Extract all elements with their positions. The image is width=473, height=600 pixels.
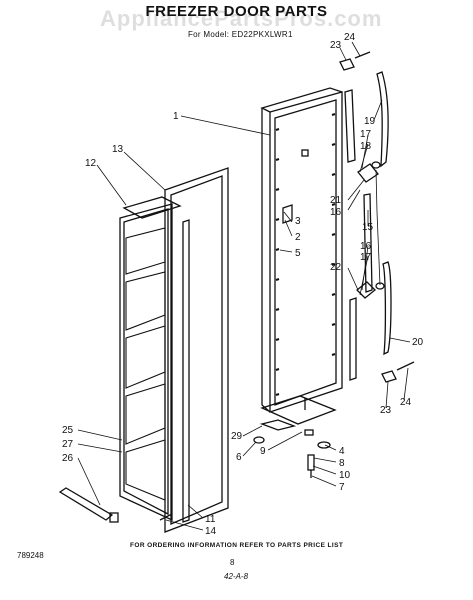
callout-4: 4	[339, 446, 345, 457]
callout-5: 5	[295, 248, 301, 259]
callout-18: 18	[360, 141, 372, 152]
callout-14: 14	[205, 526, 217, 537]
callout-10: 10	[339, 470, 351, 481]
bottom-hinge	[381, 361, 415, 383]
top-hinge	[339, 51, 371, 71]
lower-hinge-assembly	[253, 395, 337, 478]
ordering-note: FOR ORDERING INFORMATION REFER TO PARTS …	[130, 542, 344, 549]
door-gasket	[164, 167, 229, 533]
callout-23-bottom: 23	[380, 405, 392, 416]
page-number: 8	[230, 558, 235, 567]
model-number: For Model: ED22PKXLWR1	[188, 30, 293, 39]
callout-3: 3	[295, 216, 301, 227]
callout-23-top: 23	[330, 40, 342, 51]
callout-13: 13	[112, 144, 124, 155]
top-bracket	[122, 196, 182, 219]
callout-24-bottom: 24	[400, 397, 412, 408]
callout-17-bottom: 17	[360, 252, 372, 263]
gasket-strip	[182, 219, 190, 523]
page-title: FREEZER DOOR PARTS	[145, 3, 328, 20]
callout-19: 19	[364, 116, 376, 127]
callout-21: 21	[330, 195, 342, 206]
callout-25: 25	[62, 425, 74, 436]
callout-7: 7	[339, 482, 345, 493]
callout-11: 11	[205, 514, 216, 525]
callout-27: 27	[62, 439, 74, 450]
callout-22: 22	[330, 262, 342, 273]
callout-16-top: 16	[330, 207, 342, 218]
callout-1: 1	[173, 111, 179, 122]
callout-24-top: 24	[344, 32, 356, 43]
inner-door-liner	[119, 203, 173, 522]
watermark: AppliancePartsPros.com	[100, 6, 383, 31]
callout-12: 12	[85, 158, 97, 169]
callout-9: 9	[260, 446, 266, 457]
outer-door-panel	[260, 87, 343, 413]
callout-6: 6	[236, 452, 242, 463]
callout-8: 8	[339, 458, 345, 469]
diagram-code: 789248	[17, 551, 44, 560]
callout-2: 2	[295, 232, 301, 243]
callout-15: 15	[362, 222, 374, 233]
callout-26: 26	[62, 453, 74, 464]
callout-16-bottom: 16	[360, 241, 372, 252]
callout-29: 29	[231, 431, 243, 442]
callout-20: 20	[412, 337, 424, 348]
door-shelf-bar	[58, 487, 119, 523]
handle-assembly	[344, 71, 392, 381]
reference-code: 42-A-8	[224, 572, 249, 581]
screw-14	[159, 513, 173, 521]
callout-17-top: 17	[360, 129, 372, 140]
